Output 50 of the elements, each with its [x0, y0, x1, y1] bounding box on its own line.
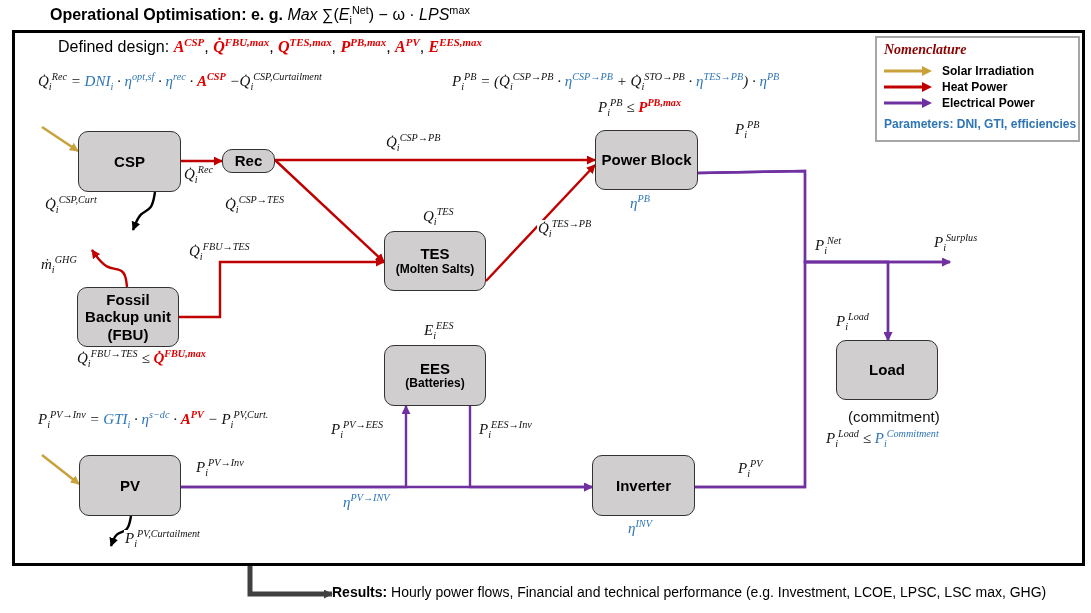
process-box	[222, 149, 275, 173]
legend-label: Solar Irradiation	[942, 64, 1035, 78]
efficiency-label: η$^{PV→INV}$	[343, 494, 390, 511]
arrow	[91, 249, 129, 288]
process-box	[595, 130, 698, 190]
flow-arrow	[181, 405, 411, 489]
legend-title: Nomenclature	[884, 42, 967, 58]
node-label: Inverter	[616, 476, 671, 495]
node-label: Load	[869, 361, 905, 379]
flow-arrow	[468, 406, 593, 492]
flow-arrow	[485, 164, 596, 282]
note-text: (commitment)	[848, 408, 940, 425]
title: Operational Optimisation: e. g. Max ∑(E$_{i}$$^{Net}$) − ω · LPS$^{max}$	[50, 6, 470, 24]
flow-arrow	[695, 257, 951, 489]
node-label: EES	[420, 359, 450, 378]
process-box	[78, 131, 181, 192]
flow-arrow	[275, 155, 596, 165]
efficiency-label: η$^{INV}$	[628, 520, 652, 537]
node-label: Rec	[234, 152, 263, 170]
arrow	[131, 191, 157, 231]
process-box	[384, 231, 486, 291]
arrow	[41, 454, 80, 485]
results-text: Results: Hourly power flows, Financial and technical performance (e.g. Investment, LCOE, LPSC, LSC max, GHG)	[332, 584, 1047, 606]
process-box	[836, 340, 938, 400]
legend-label: Electrical Power	[942, 96, 1035, 110]
node-label: TES	[420, 245, 450, 263]
node-label: Power Block	[601, 151, 692, 169]
node-label: Fossil Backup unit (FBU)	[84, 291, 172, 343]
process-box	[384, 345, 486, 406]
node-label: PV	[120, 476, 140, 495]
legend-label: Heat Power	[942, 80, 1008, 94]
efficiency-label: η$^{PB}$	[630, 195, 650, 212]
design-text: Defined design: A$^{CSP}$, Q̇$^{FBU,max}$, Q$^{TES,max}$, P$^{PB,max}$, A$^{PV}$, E$^{EES,max}$	[58, 38, 482, 56]
node-sublabel: (Batteries)	[405, 377, 465, 391]
arrow	[109, 515, 133, 547]
system-frame	[12, 30, 1085, 566]
equation: Q̇$_{i}$$^{FBU→TES}$ ≤ Q̇$^{FBU,max}$	[77, 350, 206, 367]
flow-arrow	[181, 156, 223, 166]
flow-arrow	[179, 257, 385, 319]
arrow	[41, 126, 79, 152]
legend-note: Parameters: DNI, GTI, efficiencies	[884, 117, 1077, 131]
equation: P$_{i}$$^{PB}$ ≤ P$^{PB,max}$	[598, 99, 682, 116]
double-line-arrow	[247, 566, 333, 599]
process-box	[592, 455, 695, 516]
process-box	[77, 287, 179, 347]
equation: P$_{i}$$^{PB}$ = (Q̇$_{i}$$^{CSP→PB}$ · η$^{CSP→PB}$ + Q̇$_{i}$$^{STO→PB}$ · η$^{TES→PB}$) · η$^{PB}$	[452, 73, 780, 90]
node-sublabel: (Molten Salts)	[395, 262, 475, 277]
flow-arrow	[274, 159, 385, 263]
process-box	[79, 455, 181, 516]
node-label: CSP	[114, 152, 145, 171]
